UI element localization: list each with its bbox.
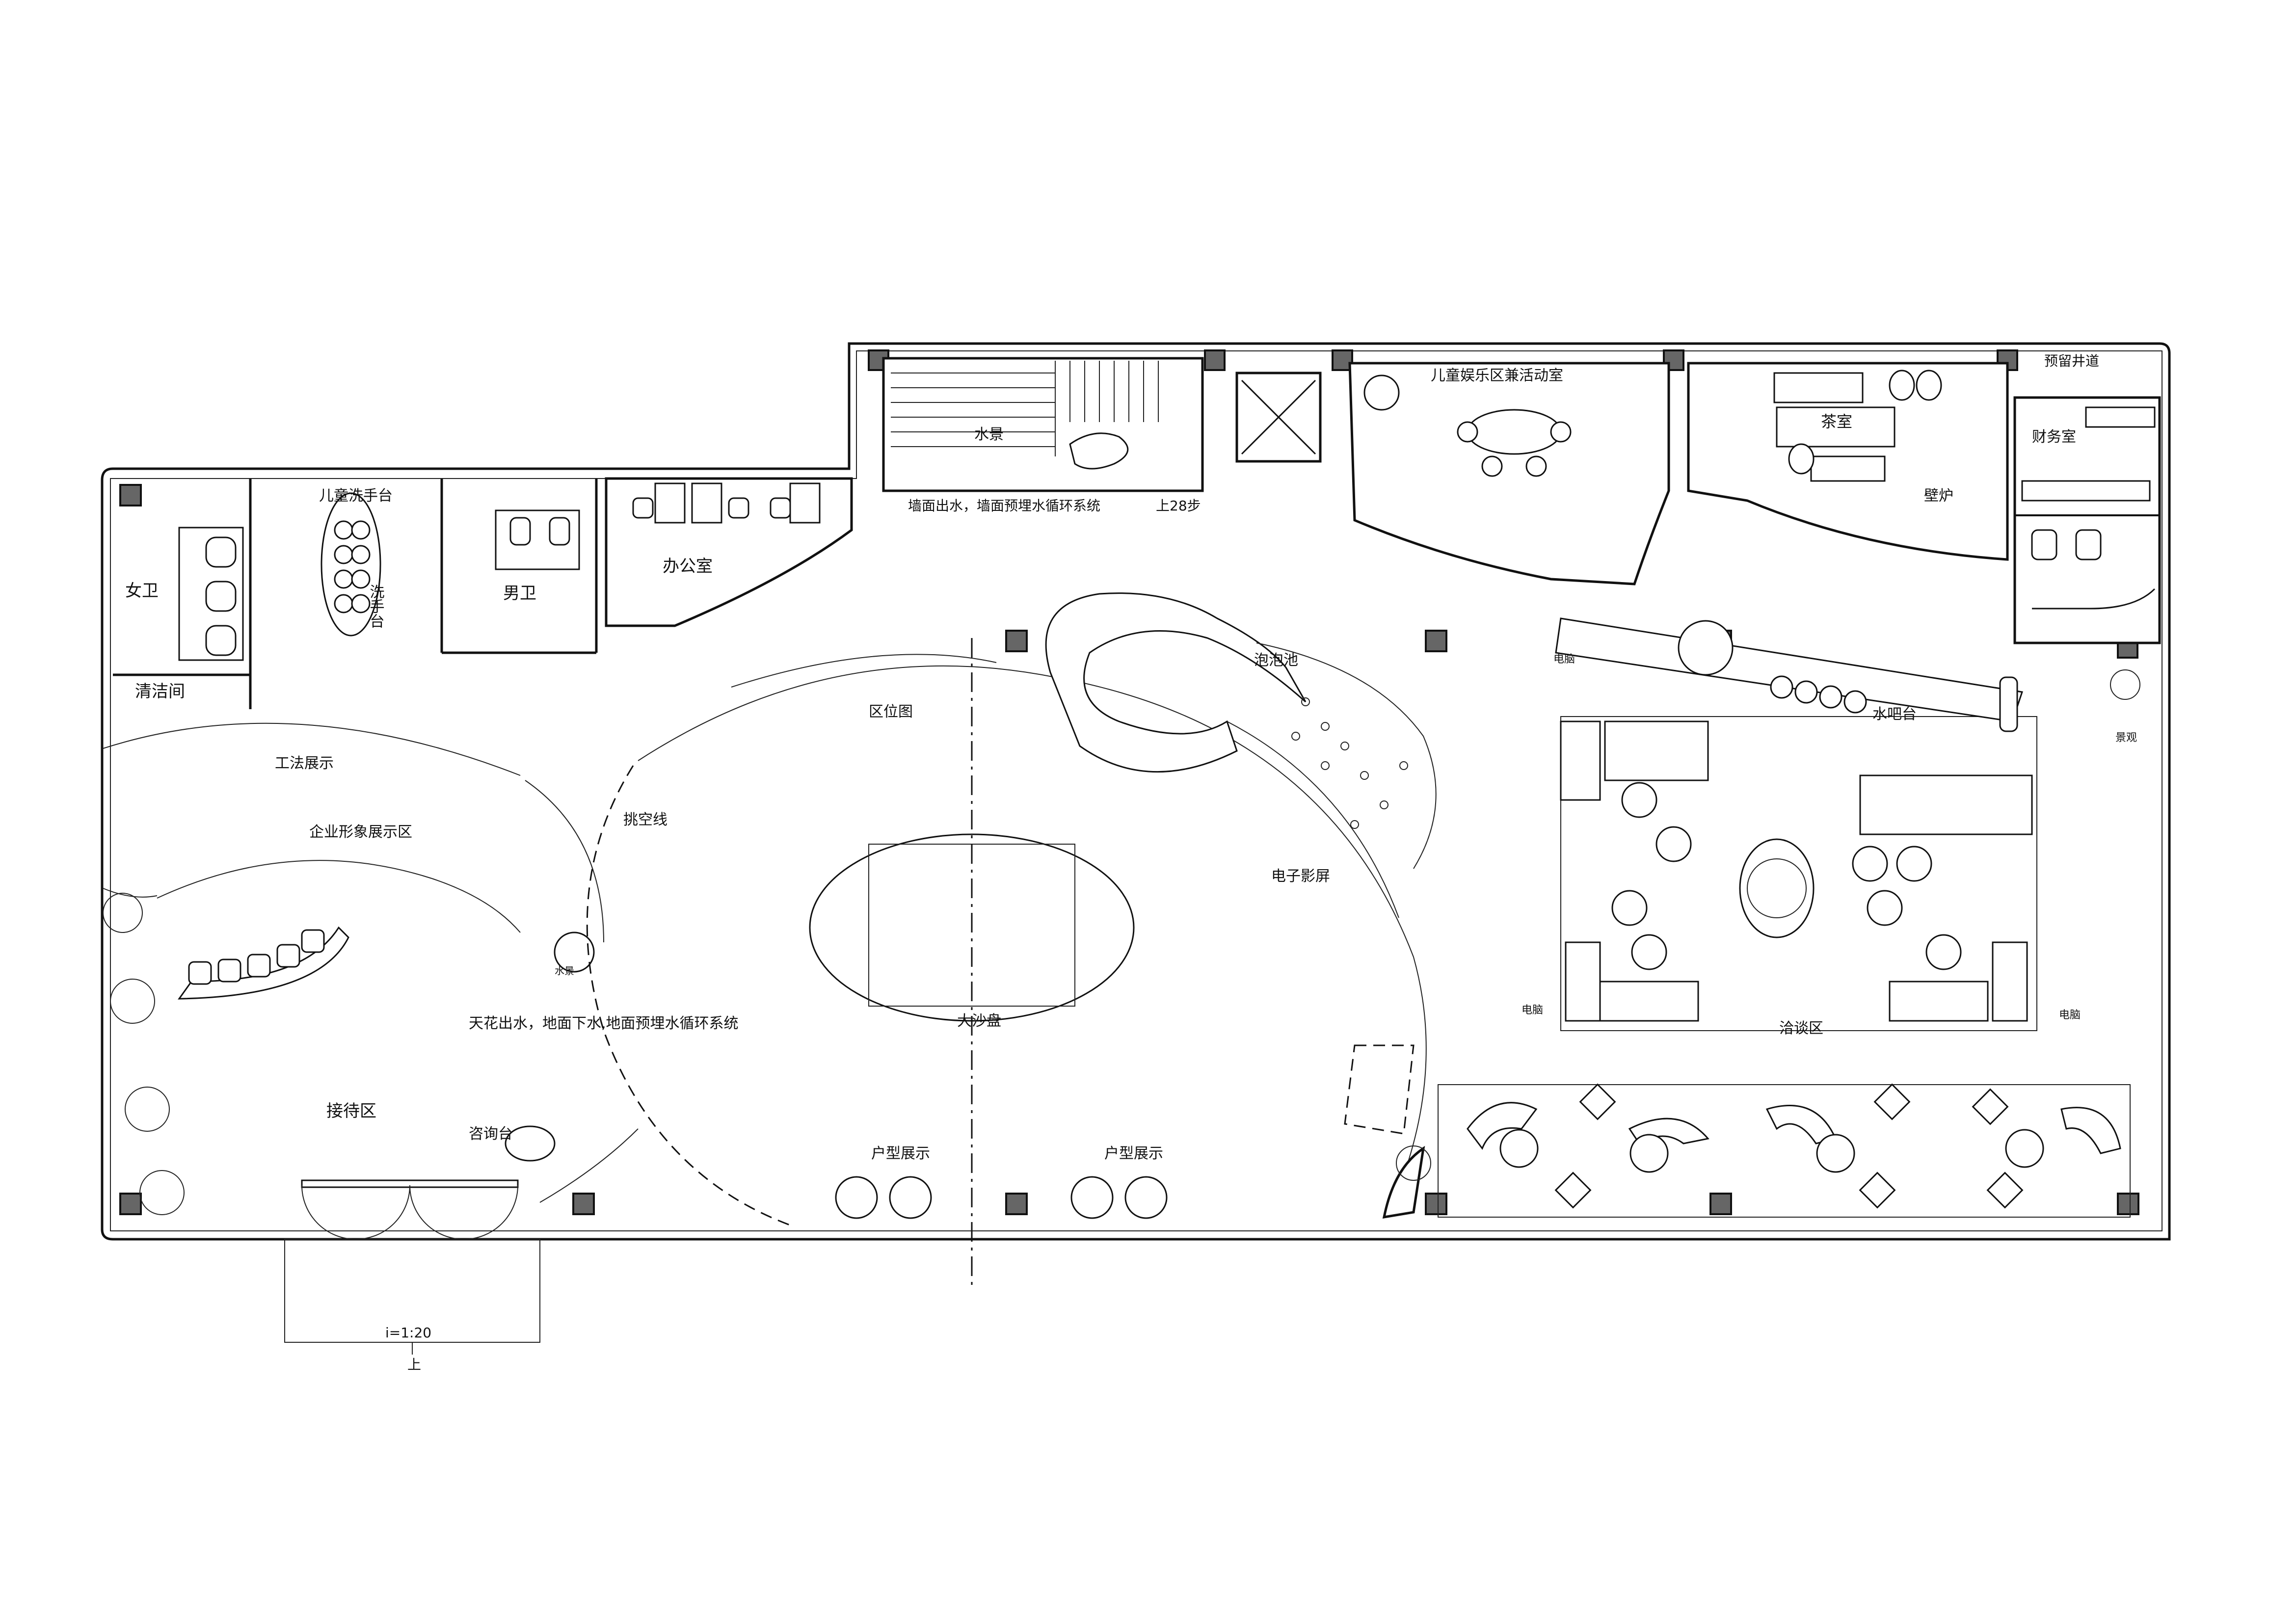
plant-icon <box>125 1087 170 1132</box>
label-landscape: 景观 <box>2115 732 2137 744</box>
label-water-feature-small: 水景 <box>555 965 574 977</box>
label-water-feature: 水景 <box>974 426 1004 443</box>
label-ramp-slope: i=1:20 <box>385 1325 431 1341</box>
label-negotiation: 洽谈区 <box>1779 1020 1823 1037</box>
label-cleaning: 清洁间 <box>135 682 185 701</box>
label-office: 办公室 <box>663 557 713 576</box>
label-craft-display: 工法展示 <box>275 755 334 772</box>
room-labels: 儿童洗手台 洗手台 女卫 男卫 办公室 清洁间 工法展示 企业形象展示区 水景 … <box>125 353 2137 1373</box>
label-up-steps: 上28步 <box>1156 498 1201 514</box>
negotiation-area <box>1382 617 2131 1219</box>
label-water-bar: 水吧台 <box>1872 706 1917 723</box>
left-curved-walls <box>103 722 796 1228</box>
label-reception: 接待区 <box>326 1101 376 1121</box>
plant-icon <box>103 893 143 933</box>
label-overhang-line: 挑空线 <box>623 811 667 828</box>
label-tea-room: 茶室 <box>1821 412 1852 431</box>
stair-water-block <box>882 357 1322 492</box>
label-location-map: 区位图 <box>869 703 913 720</box>
north-rooms <box>1348 362 2161 644</box>
central-area <box>638 592 1437 1286</box>
label-corporate-display: 企业形象展示区 <box>309 824 412 841</box>
label-fireplace: 壁炉 <box>1924 487 1953 505</box>
label-big-sandtable: 大沙盘 <box>957 1012 1001 1030</box>
label-reserved-shaft: 预留井道 <box>2044 353 2099 369</box>
label-male-wc: 男卫 <box>503 584 536 603</box>
plant-icon <box>1747 858 1807 918</box>
entrance-ramp <box>284 1179 540 1355</box>
label-consult-desk: 咨询台 <box>469 1125 513 1143</box>
wc-office-block <box>113 477 853 709</box>
label-sink: 洗手台 <box>367 584 384 628</box>
plant-icon <box>2110 669 2140 700</box>
label-kids-room: 儿童娱乐区兼活动室 <box>1431 367 1563 384</box>
label-wall-water: 墙面出水，墙面预埋水循环系统 <box>908 498 1100 514</box>
label-female-wc: 女卫 <box>125 581 159 601</box>
label-finance-room: 财务室 <box>2032 428 2076 446</box>
label-computer: 电脑 <box>1553 653 1575 666</box>
label-ceiling-water: 天花出水，地面下水,地面预埋水循环系统 <box>469 1015 739 1032</box>
label-electronic-screen: 电子影屏 <box>1271 868 1330 885</box>
label-bubble-pool: 泡泡池 <box>1254 652 1298 669</box>
plant-icon <box>1396 1145 1431 1181</box>
plant-icon <box>139 1170 185 1215</box>
unit-model-2 <box>1070 1176 1168 1219</box>
label-computer: 电脑 <box>1522 1004 1543 1016</box>
label-unit-display: 户型展示 <box>871 1145 930 1162</box>
label-computer: 电脑 <box>2059 1009 2081 1021</box>
plant-icon <box>110 979 155 1024</box>
label-unit-display: 户型展示 <box>1104 1145 1163 1162</box>
plant-icons <box>103 669 2140 1215</box>
unit-model-1 <box>835 1176 932 1219</box>
label-child-sink: 儿童洗手台 <box>319 487 393 505</box>
label-ramp-up: 上 <box>407 1357 421 1373</box>
